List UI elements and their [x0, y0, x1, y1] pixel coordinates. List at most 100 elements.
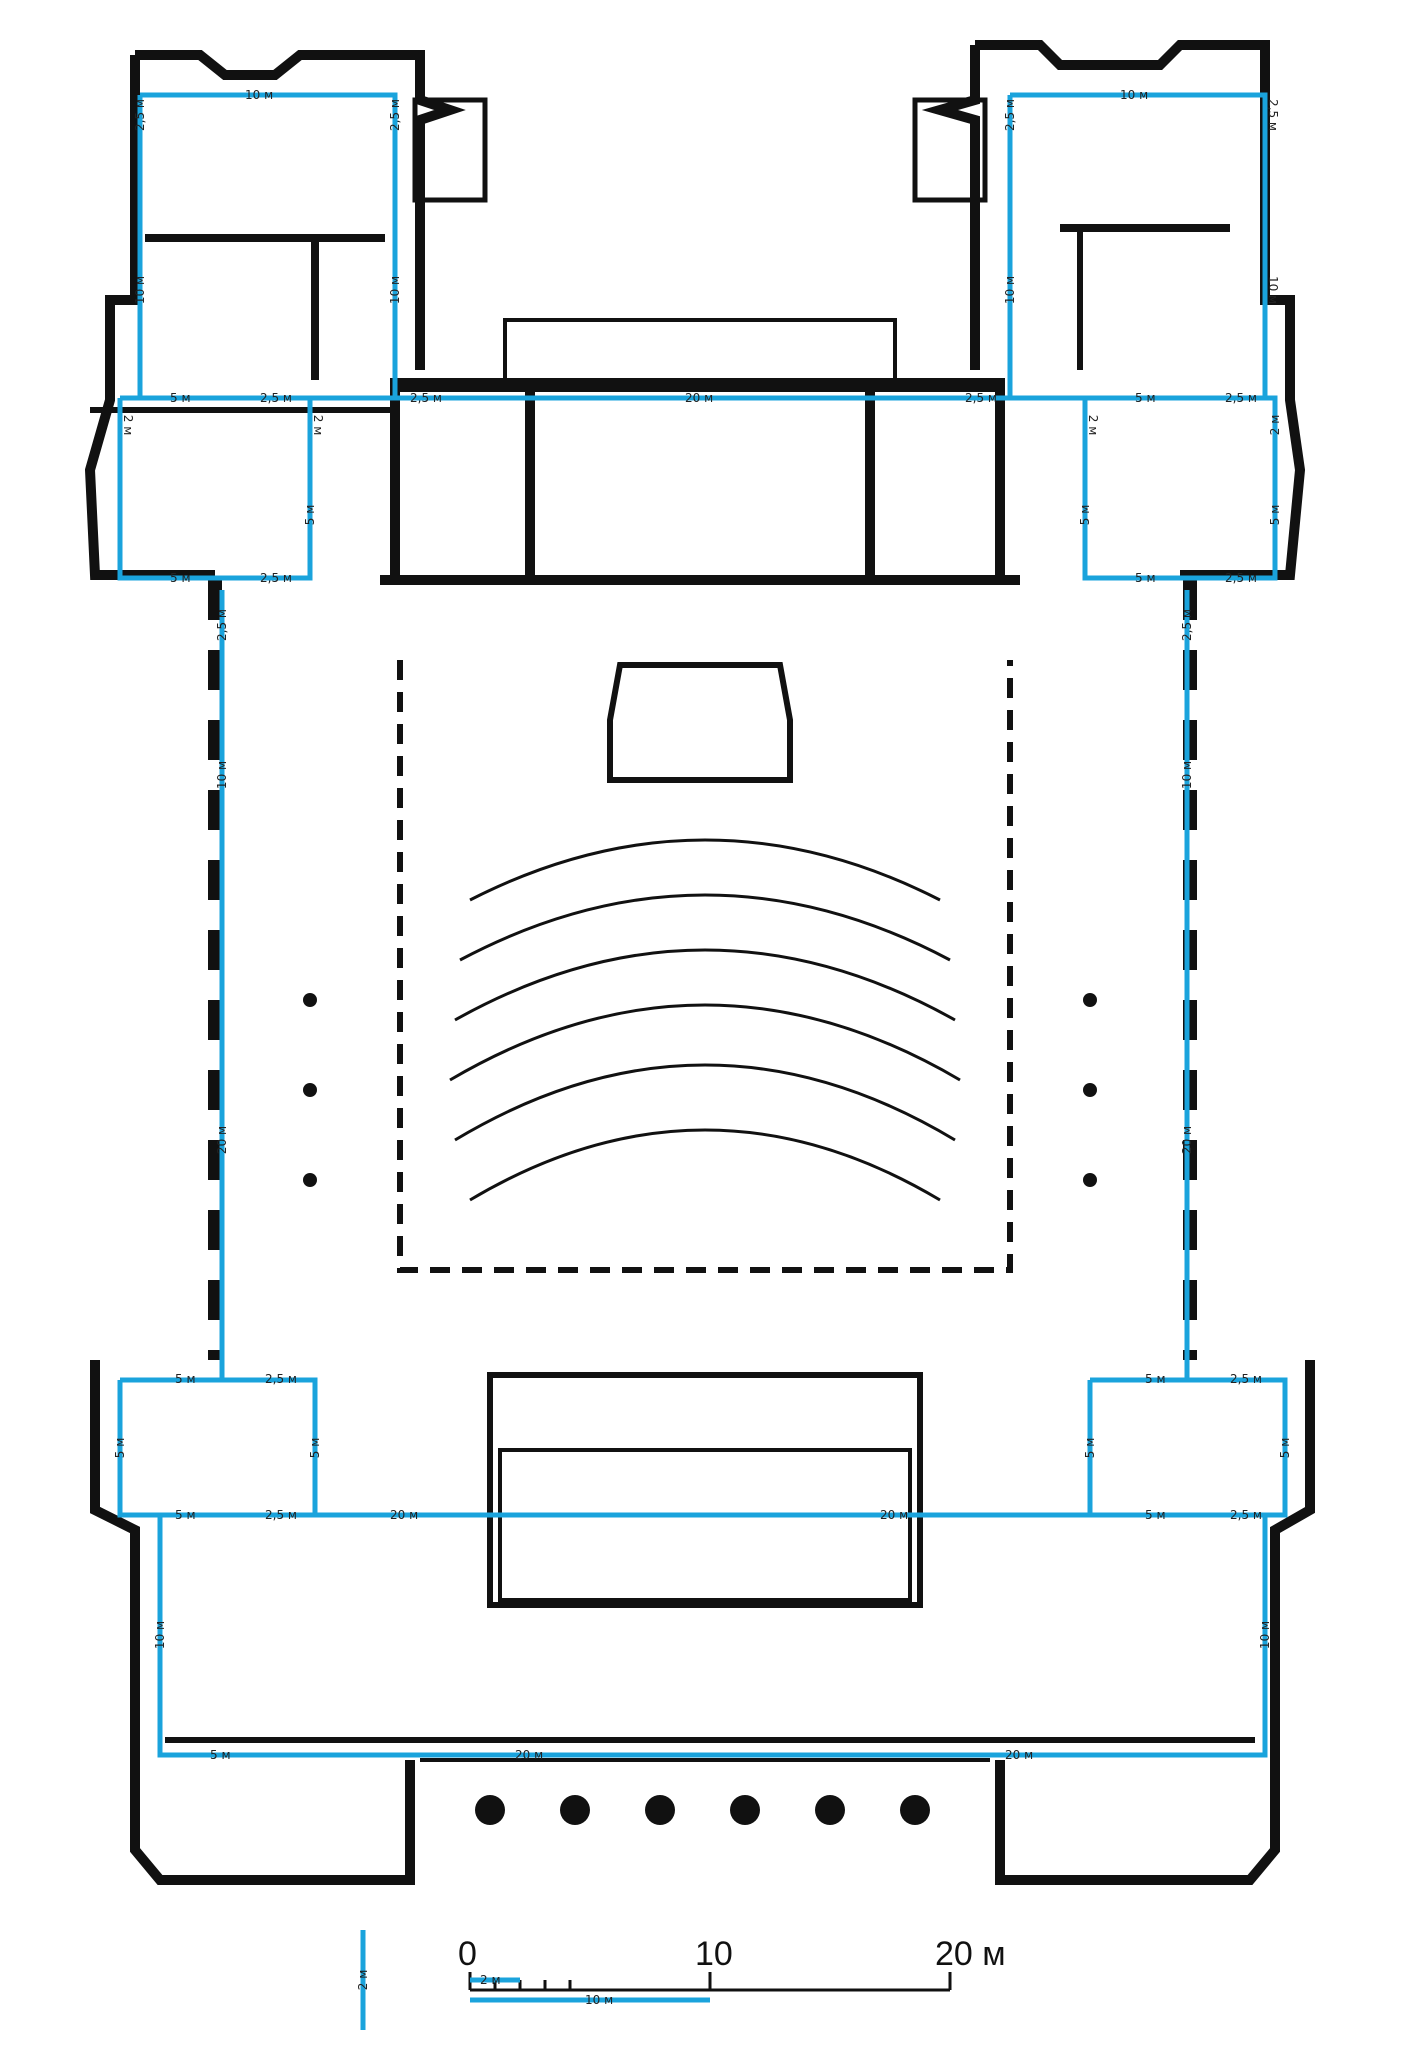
dim-label-vertical: 5 м [308, 1438, 322, 1459]
column [815, 1795, 845, 1825]
columns [303, 993, 1097, 1825]
scale-tick-20: 20 м [935, 1935, 1006, 1973]
dim-label-vertical: 5 м [1078, 505, 1092, 526]
dim-label-vertical: 2 м [1268, 415, 1282, 436]
dim-label: 20 м [880, 1508, 908, 1522]
dim-label: 2,5 м [410, 391, 442, 405]
column [1083, 1083, 1097, 1097]
wall-bottom-hall [498, 1448, 912, 1602]
dim-label-vertical: 5 м [1083, 1438, 1097, 1459]
wall-central-portico [503, 318, 897, 382]
column [303, 993, 317, 1007]
dim-label: 5 м [1145, 1508, 1166, 1522]
measure-bottom-left-stair [117, 1377, 318, 1518]
wall-auditorium-stage [607, 662, 793, 783]
dim-label-vertical: 2,5 м [1266, 99, 1280, 131]
dim-label: 5 м [1135, 571, 1156, 585]
wall-bottom-left [90, 1360, 415, 1885]
wall-top-right-porch [912, 97, 988, 203]
seating-arc [459, 893, 951, 962]
dim-label-vertical: 10 м [215, 761, 229, 789]
dim-label-vertical: 20 м [215, 1126, 229, 1154]
floor-plan-walls [84, 40, 1315, 1885]
dimension-labels: 10 м 10 м 20 м 2,5 м 2,5 м 5 м 2,5 м 5 м… [113, 88, 1292, 1762]
scale-tick-0: 0 [458, 1935, 477, 1973]
column [475, 1795, 505, 1825]
dim-label: 2,5 м [260, 571, 292, 585]
dim-label-vertical: 2,5 м [1180, 609, 1194, 641]
seating-arc [469, 1128, 941, 1202]
measure-bottom-outline [157, 1515, 1268, 1758]
dim-label: 2,5 м [265, 1508, 297, 1522]
wall-bottom-right [995, 1360, 1315, 1885]
dim-label-vertical: 10 м [1003, 276, 1017, 304]
column [900, 1795, 930, 1825]
seating-arc [449, 1003, 961, 1082]
dim-label: 2,5 м [1230, 1508, 1262, 1522]
seating-arc [454, 948, 956, 1022]
wall-top-right-inner [921, 45, 980, 370]
dim-label: 5 м [170, 391, 191, 405]
dim-label: 10 м [1120, 88, 1148, 102]
dim-label: 20 м [1005, 1748, 1033, 1762]
dim-label-vertical: 10 м [388, 276, 402, 304]
wall-top-left-top [135, 50, 466, 370]
dim-label-vertical: 10 м [1180, 761, 1194, 789]
seating-arc [454, 1063, 956, 1142]
wall-top-right-wing [975, 40, 1306, 580]
dim-label: 5 м [170, 571, 191, 585]
dim-label: 20 м [515, 1748, 543, 1762]
dim-label-vertical: 10 м [1266, 276, 1280, 304]
auditorium-seating [449, 838, 961, 1202]
dim-label: 2,5 м [260, 391, 292, 405]
measure-top-right [1007, 92, 1268, 401]
dim-label: 5 м [1145, 1372, 1166, 1386]
scale-label-10m: 10 м [585, 1993, 613, 2007]
wall-bottom-stairs-block [487, 1372, 923, 1608]
dim-label: 2,5 м [1230, 1372, 1262, 1386]
dim-label: 2,5 м [265, 1372, 297, 1386]
wall-auditorium-outline [397, 660, 1013, 1273]
column [730, 1795, 760, 1825]
column [303, 1083, 317, 1097]
dim-label: 2,5 м [1225, 571, 1257, 585]
dim-label: 5 м [175, 1508, 196, 1522]
dim-label-vertical: 2,5 м [215, 609, 229, 641]
legend-2m-label: 2 м [356, 1970, 370, 1991]
scale-label-2m: 2 м [480, 1973, 501, 1987]
dim-label-vertical: 10 м [133, 276, 147, 304]
dim-label-vertical: 5 м [1268, 505, 1282, 526]
scale-bar: 0 10 20 м 2 м 10 м 2 м [356, 1930, 1006, 2030]
dim-label-vertical: 5 м [1278, 1438, 1292, 1459]
dim-label-vertical: 2,5 м [388, 99, 402, 131]
dim-label: 20 м [390, 1508, 418, 1522]
dim-label-vertical: 10 м [153, 1621, 167, 1649]
dim-label-vertical: 2 м [1086, 415, 1100, 436]
measure-top-left-lower [117, 395, 313, 581]
dim-label: 5 м [1135, 391, 1156, 405]
dim-label: 2,5 м [1225, 391, 1257, 405]
dim-label-vertical: 2 м [311, 415, 325, 436]
column [1083, 1173, 1097, 1187]
dim-label-vertical: 2,5 м [1003, 99, 1017, 131]
column [560, 1795, 590, 1825]
dim-label-vertical: 2,5 м [133, 99, 147, 131]
dim-label: 20 м [685, 391, 713, 405]
measure-top-right-lower [1082, 395, 1278, 581]
measurement-lines [117, 92, 1288, 1758]
column [1083, 993, 1097, 1007]
scale-tick-10: 10 [695, 1935, 733, 1973]
dim-label-vertical: 2 м [121, 415, 135, 436]
dim-label: 5 м [210, 1748, 231, 1762]
dim-label-vertical: 10 м [1258, 1621, 1272, 1649]
wall-top-left-wing [84, 55, 215, 580]
dim-label-vertical: 5 м [303, 505, 317, 526]
dim-label: 2,5 м [965, 391, 997, 405]
seating-arc [469, 838, 941, 902]
column [645, 1795, 675, 1825]
dim-label: 10 м [245, 88, 273, 102]
dim-label-vertical: 5 м [113, 1438, 127, 1459]
measure-top-left [137, 92, 398, 401]
measure-bottom-right-stair [1087, 1377, 1288, 1518]
